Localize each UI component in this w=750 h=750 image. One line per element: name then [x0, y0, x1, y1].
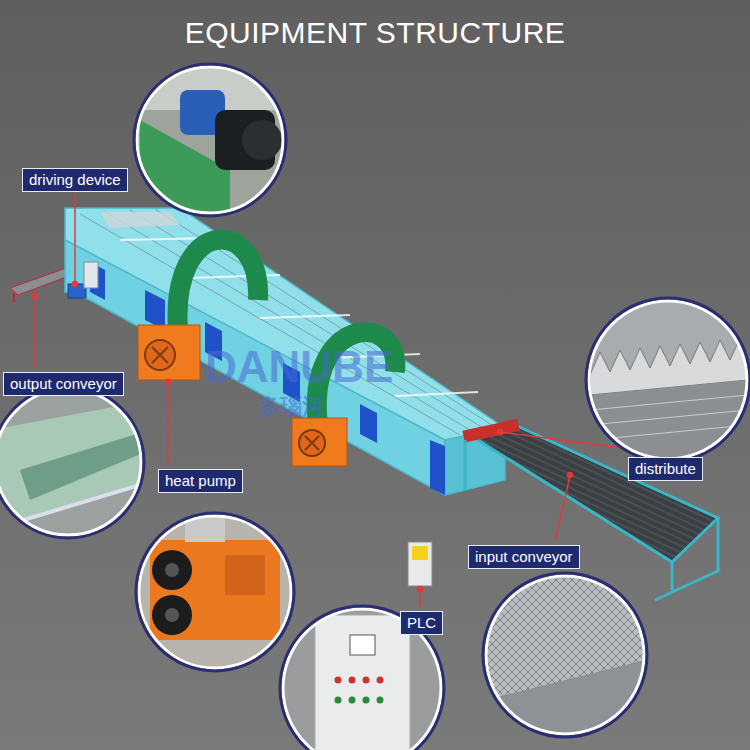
- callout-box: heat pump: [158, 469, 243, 493]
- callout-box: distribute: [628, 457, 703, 481]
- callout-box: input conveyor: [468, 545, 580, 569]
- page-title: EQUIPMENT STRUCTURE: [0, 16, 750, 50]
- callout-text: input conveyor: [475, 548, 573, 566]
- callout-box: output conveyor: [3, 372, 124, 396]
- callout-text: PLC: [407, 614, 436, 632]
- callout-text: distribute: [635, 460, 696, 478]
- callout-text: output conveyor: [10, 375, 117, 393]
- callout-box: PLC: [400, 611, 443, 635]
- watermark: 多瑙河: [258, 392, 324, 422]
- callout-text: heat pump: [165, 472, 236, 490]
- watermark: DANUBE: [205, 342, 393, 392]
- callout-box: driving device: [22, 168, 128, 192]
- callout-text: driving device: [29, 171, 121, 189]
